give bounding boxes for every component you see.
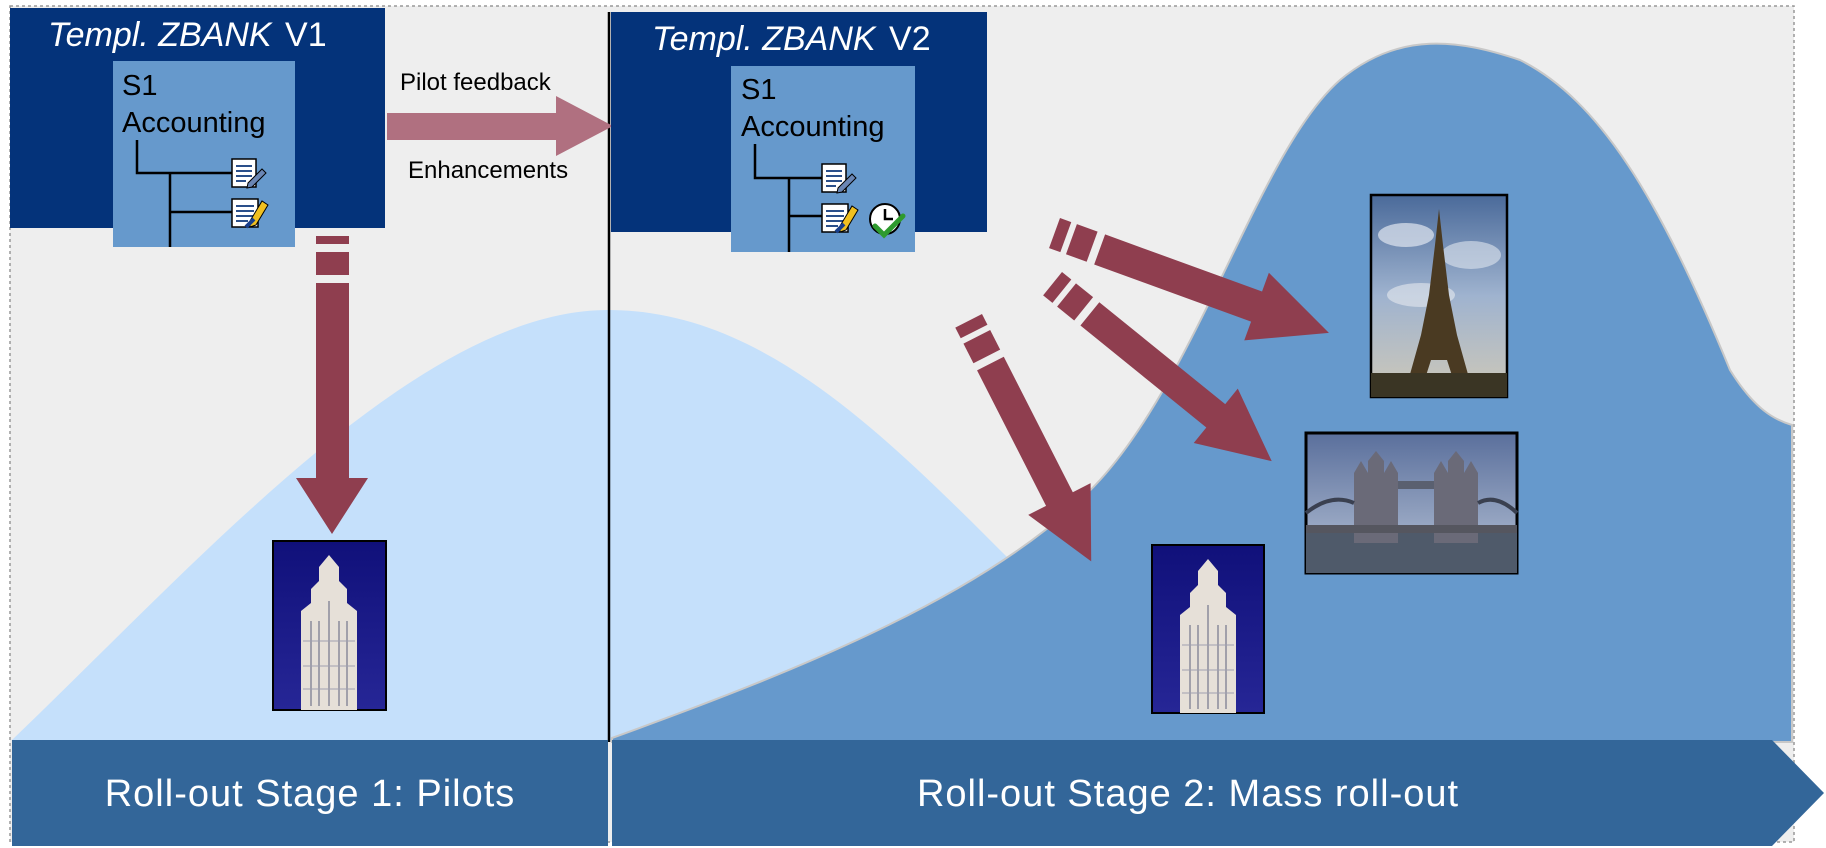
edit-document-icon — [231, 198, 269, 229]
woolworth-building-image — [272, 540, 387, 711]
feedback-arrow: Pilot feedback Enhancements — [387, 69, 613, 184]
module-v1-tree-lines — [135, 140, 232, 247]
template-v2-box: Templ. ZBANK V2 S1 Accounting — [611, 12, 987, 252]
woolworth-building-image-2 — [1151, 544, 1265, 714]
template-v1-box: Templ. ZBANK V1 S1 Accounting — [10, 8, 385, 247]
s1-accounting-module-v1: S1 Accounting — [113, 61, 295, 247]
edit-document-icon — [821, 203, 859, 234]
s1-accounting-module-v2: S1 Accounting — [731, 66, 915, 252]
document-pen-icon — [821, 163, 857, 194]
module-v1-line2: Accounting — [122, 107, 266, 139]
template-v1-title: Templ. ZBANK V1 — [48, 16, 327, 54]
document-pen-icon — [231, 158, 267, 189]
stage-label-pilots: Roll-out Stage 1: Pilots — [105, 773, 516, 815]
template-v2-title: Templ. ZBANK V2 — [652, 20, 931, 58]
module-v1-line1: S1 — [122, 70, 157, 102]
pilot-adoption-curve — [12, 310, 1010, 740]
clock-check-icon — [869, 203, 906, 239]
module-v2-line1: S1 — [741, 74, 776, 106]
module-v2-tree-lines — [753, 144, 822, 252]
stage-bar-mass-rollout: Roll-out Stage 2: Mass roll-out — [612, 740, 1824, 846]
module-v2-line2: Accounting — [741, 111, 885, 143]
rollout-arrow-paris — [1049, 218, 1329, 341]
feedback-label-bottom: Enhancements — [408, 157, 568, 184]
feedback-label-top: Pilot feedback — [400, 69, 552, 96]
rollout-arrow-london — [1043, 272, 1272, 462]
eiffel-tower-image — [1369, 193, 1509, 399]
tower-bridge-image — [1304, 431, 1519, 575]
stage-label-mass-rollout: Roll-out Stage 2: Mass roll-out — [917, 773, 1459, 815]
pilot-deploy-arrow — [296, 236, 368, 534]
stage-bar-pilots: Roll-out Stage 1: Pilots — [12, 740, 608, 846]
rollout-arrow-newyork — [955, 314, 1092, 562]
